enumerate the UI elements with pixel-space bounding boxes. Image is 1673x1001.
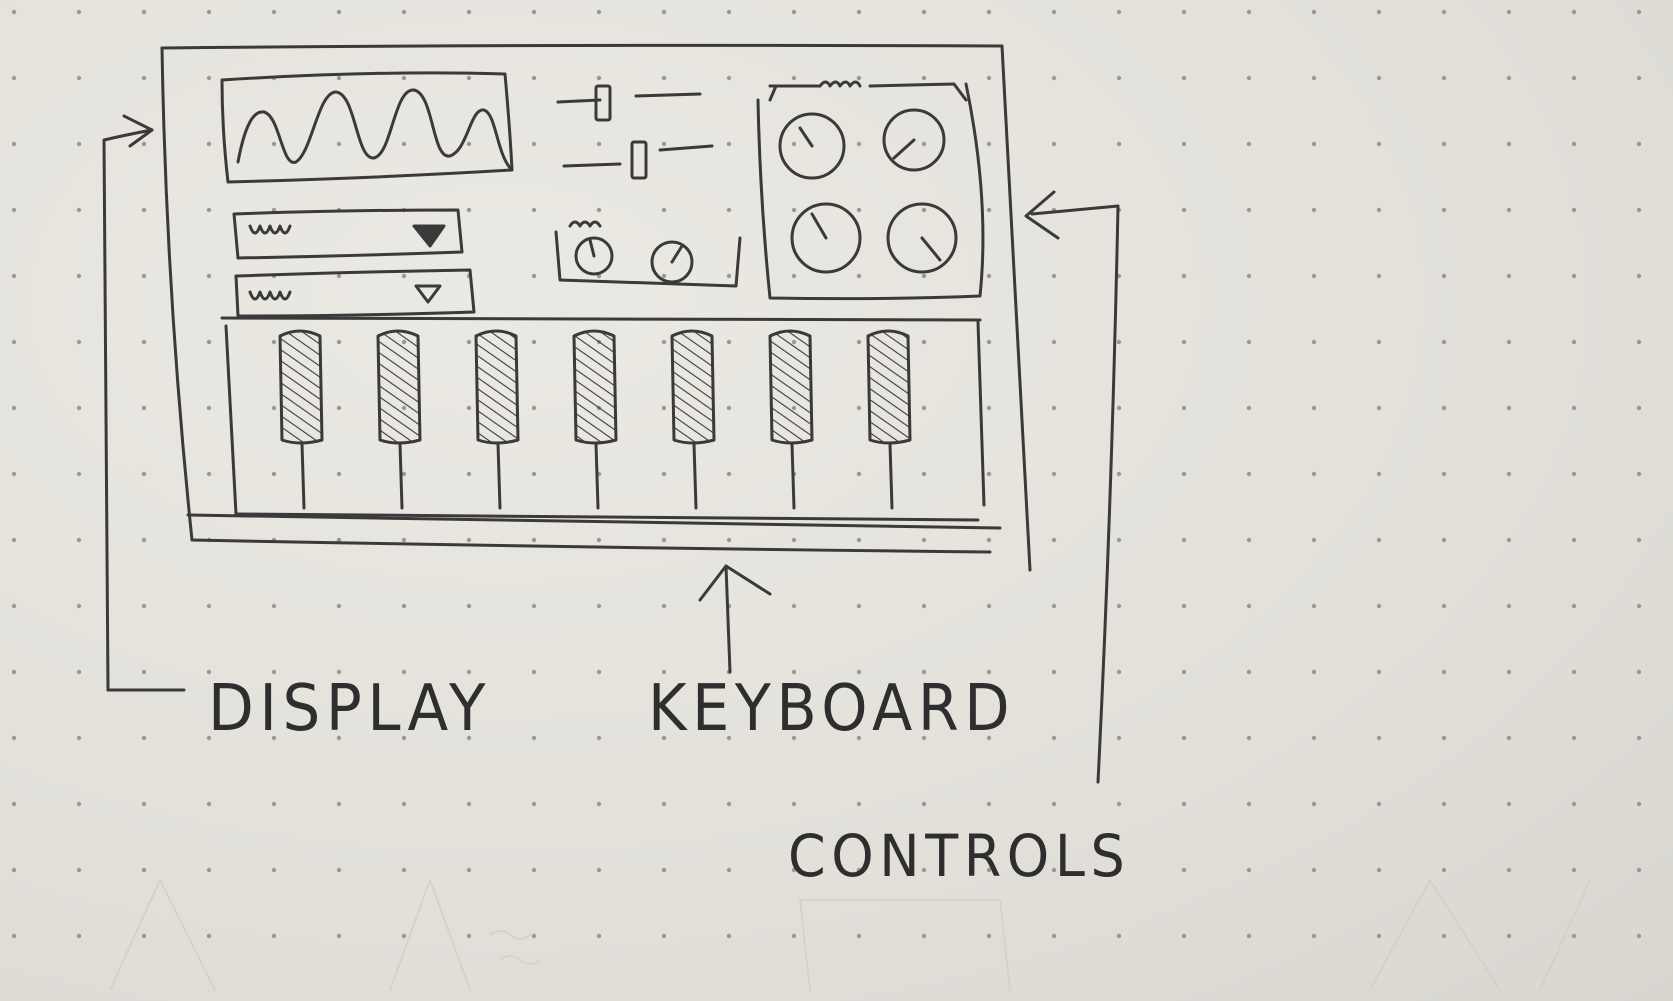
key-divider (790, 442, 796, 510)
black-key (278, 329, 324, 445)
key-divider (692, 442, 698, 510)
black-key (768, 329, 814, 445)
keyboard-label: KEYBOARD (648, 672, 1016, 746)
key-divider (398, 442, 404, 510)
black-key (474, 329, 520, 445)
key-divider (594, 442, 600, 510)
synth-body-outline (160, 43, 1032, 572)
sliders (556, 84, 714, 180)
display-label: DISPLAY (208, 672, 492, 746)
black-key (572, 329, 618, 445)
bleed-through-marks (109, 879, 1591, 991)
black-key (670, 329, 716, 445)
keyboard-sketch (224, 320, 986, 522)
controls-label: CONTROLS (788, 822, 1131, 890)
key-divider (300, 442, 306, 510)
annotation-arrows (102, 114, 1120, 784)
controls-knob-block (756, 80, 985, 301)
waveform-display (220, 71, 514, 184)
filter-knob-group (554, 220, 742, 288)
black-key (376, 329, 422, 445)
key-divider (888, 442, 894, 510)
key-divider (496, 442, 502, 510)
oscillator-dropdowns (232, 208, 476, 318)
dot-grid (11, 9, 1642, 939)
black-key (866, 329, 912, 445)
piano-keys (278, 329, 912, 510)
